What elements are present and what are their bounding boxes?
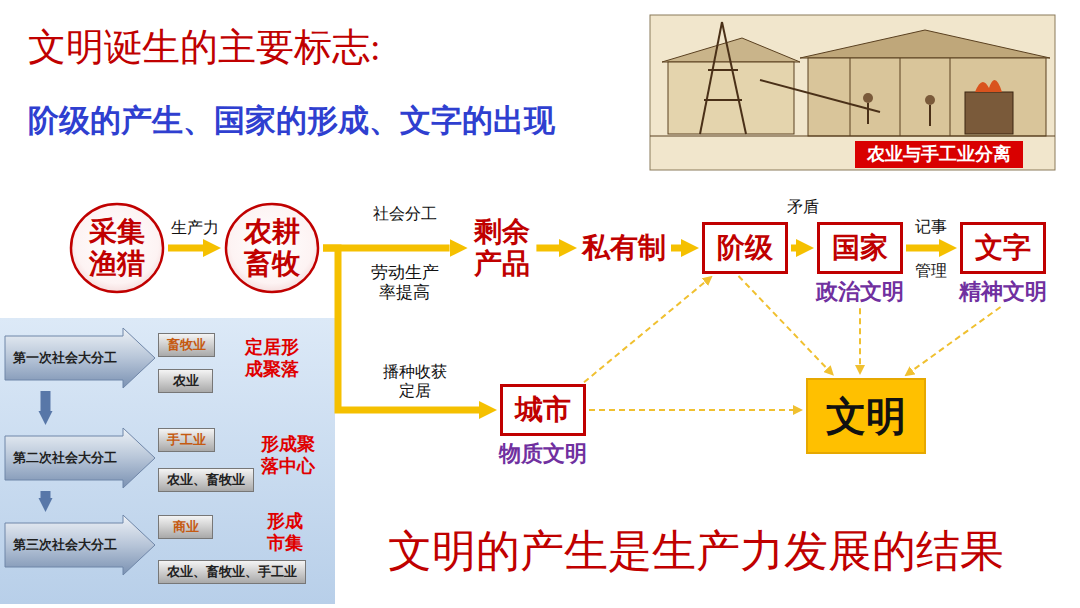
flow-arrow [906,245,939,252]
flow-arrow [168,245,203,252]
derrick-bar [708,69,738,71]
industry-box: 畜牧业 [158,333,215,357]
stage-panel [0,318,335,604]
industry-box: 农业 [158,369,213,393]
flow-arrow [323,245,450,252]
node-text: 国家 [832,231,888,265]
node-text: 采集渔猎 [88,216,147,280]
process-box: 国家政治文明 [817,222,903,274]
node-text: 农业、畜牧业 [167,472,245,488]
illustration-ground [650,15,1055,170]
edge-label: 社会分工 [371,204,439,223]
arrow-shape [5,515,155,575]
stage-result: 形成聚落中心 [259,433,317,476]
arrow-shape [5,328,155,388]
node-caption: 精神文明 [959,279,1047,305]
roof [662,38,800,62]
edge-label: 生产力 [169,218,221,237]
subtitle: 阶级的产生、国家的形成、文字的出现 [28,100,555,142]
dashed-arrow [913,307,1001,370]
worker-body [867,103,869,124]
flow-term: 私有制 [580,230,668,266]
workshop-illustration [650,15,1055,170]
derrick-leg [700,22,722,134]
process-box: 阶级 [702,222,788,274]
process-box: 城市物质文明 [500,384,586,436]
edge-note: 劳动生产率提高 [369,263,440,304]
dashed-arrow [584,282,705,382]
node-text: 农业 [167,373,204,389]
worker-head [863,93,873,103]
house-wall [668,62,794,134]
node-caption: 物质文明 [499,441,587,467]
node-caption: 政治文明 [816,279,904,305]
industry-box: 手工业 [158,428,215,452]
circle-shape [71,204,163,292]
node-text: 第三次社会大分工 [13,536,117,554]
circle-shape [226,204,318,292]
flow-arrow [323,248,479,410]
industry-box: 农业、畜牧业、手工业 [158,560,306,584]
edge-label: 记事 [913,217,949,236]
node-text: 文明 [826,392,906,440]
node-text: 第二次社会大分工 [13,449,117,467]
edge-note: 管理 [913,261,949,280]
node-text: 文字 [975,231,1031,265]
post [850,58,851,136]
flow-arrow [791,245,796,252]
rope [760,80,880,112]
dashed-arrow [738,276,827,369]
picture-banner: 农业与手工业分离 [855,141,1023,168]
result-box: 文明 [806,378,926,454]
node-text: 畜牧业 [167,337,206,353]
edge-label: 播种收获定居 [379,362,450,400]
workshop-wall [808,58,1046,136]
industry-box: 商业 [158,515,213,539]
post [950,58,951,136]
arrow-shape [5,428,155,488]
flow-arrow [671,245,681,252]
stage-result: 形成市集 [265,510,305,553]
stage-down-arrow [41,391,51,411]
industry-box: 农业、畜牧业 [158,468,254,492]
furnace [965,92,1013,134]
stage-down-arrow [41,491,51,498]
dashed-arrow [859,308,861,365]
stage-result: 定居形成聚落 [243,336,301,379]
node-text: 商业 [167,519,204,535]
post [900,58,901,136]
node-text: 城市 [515,393,571,427]
node-text: 私有制 [582,232,666,264]
node-text: 农业、畜牧业、手工业 [167,564,297,580]
derrick-bar [704,99,742,101]
stage-circle: 农耕畜牧 [224,202,320,294]
stage-circle: 采集渔猎 [69,202,165,294]
derrick-leg [722,22,746,134]
worker-head [925,95,935,105]
edge-label: 矛盾 [785,197,821,216]
fire [975,80,1002,92]
node-text: 第一次社会大分工 [13,349,117,367]
caption: 文明的产生是生产力发展的结果 [388,522,1004,581]
stage-arrow: 第二次社会大分工 [5,428,155,488]
ground-line [650,136,1055,137]
roof [800,30,1050,58]
node-text: 农耕畜牧 [243,216,302,280]
node-text: 剩余产品 [473,216,532,280]
stage-arrow: 第三次社会大分工 [5,515,155,575]
node-text: 阶级 [717,231,773,265]
stage-arrow: 第一次社会大分工 [5,328,155,388]
worker-body [929,105,931,126]
flow-arrow [536,245,559,252]
title: 文明诞生的主要标志: [28,22,381,73]
process-box: 文字精神文明 [960,222,1046,274]
node-text: 手工业 [167,432,206,448]
dashed-arrow [589,409,793,411]
flow-term: 剩余产品 [471,214,534,282]
